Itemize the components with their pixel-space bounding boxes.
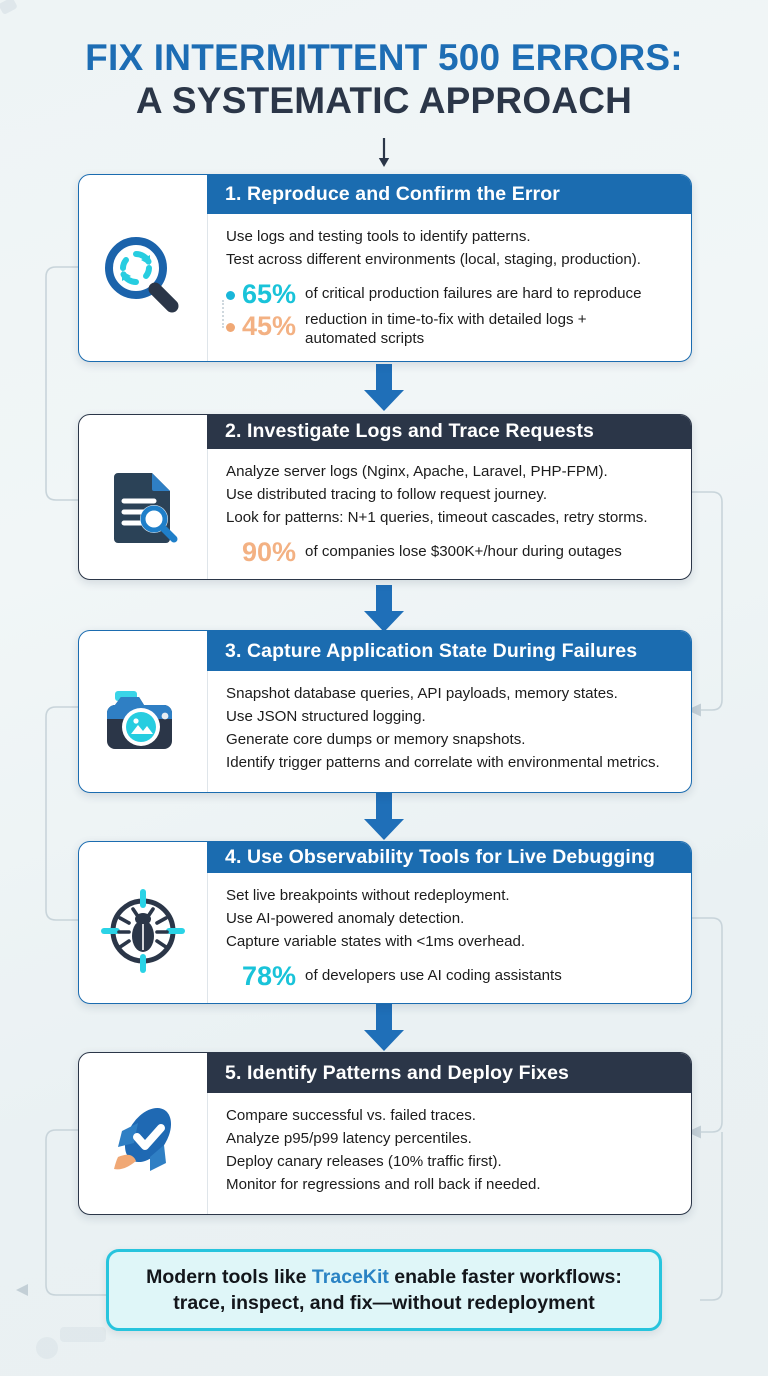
step-1-stat-2: 45% reduction in time-to-fix with detail… — [226, 311, 677, 349]
step-2-line-3: Look for patterns: N+1 queries, timeout … — [226, 508, 648, 526]
step-card-2[interactable]: 2. Investigate Logs and Trace Requests A… — [78, 414, 692, 580]
step-arrow-2-to-3 — [352, 585, 416, 633]
step-2-content: Analyze server logs (Nginx, Apache, Lara… — [207, 448, 691, 579]
step-3-line-2: Use JSON structured logging. — [226, 707, 426, 725]
step-4-line-2: Use AI-powered anomaly detection. — [226, 909, 465, 927]
step-2-stat-1-percent: 90% — [242, 536, 297, 567]
step-5-line-4: Monitor for regressions and roll back if… — [226, 1175, 541, 1193]
title-line-1: FIX INTERMITTENT 500 ERRORS: — [85, 37, 683, 78]
step-4-icon-column — [79, 842, 207, 1003]
footer-text-before: Modern tools like — [146, 1265, 312, 1288]
step-1-stat-2-text: reduction in time-to-fix with detailed l… — [305, 311, 587, 348]
footer-banner: Modern tools like TraceKit enable faster… — [106, 1249, 662, 1331]
rocket-check-icon — [100, 1101, 186, 1188]
step-4-stat-1: 78% of developers use AI coding assistan… — [226, 961, 677, 991]
magnifier-refresh-icon — [100, 234, 186, 325]
step-5-line-3: Deploy canary releases (10% traffic firs… — [226, 1152, 502, 1170]
step-1-stats: 65% of critical production failures are … — [226, 279, 677, 349]
step-4-stats: 78% of developers use AI coding assistan… — [226, 961, 677, 991]
step-3-body-column: 3. Capture Application State During Fail… — [207, 631, 691, 792]
bullet-dot-icon — [226, 973, 235, 982]
step-arrow-1-to-2 — [352, 364, 416, 412]
step-2-stat-1: 90% of companies lose $300K+/hour during… — [226, 537, 677, 567]
step-5-content: Compare successful vs. failed traces. An… — [207, 1093, 691, 1214]
title-down-arrow-icon — [374, 138, 394, 168]
footer-text-after: enable faster workflows: — [388, 1265, 622, 1288]
step-3-icon-column — [79, 631, 207, 792]
step-arrow-4-to-5 — [352, 1004, 416, 1052]
step-4-stat-1-text: of developers use AI coding assistants — [305, 966, 562, 984]
decorative-bar — [60, 1327, 106, 1342]
step-2-stats: 90% of companies lose $300K+/hour during… — [226, 537, 677, 567]
step-1-heading: 1. Reproduce and Confirm the Error — [207, 175, 691, 215]
step-3-line-1: Snapshot database queries, API payloads,… — [226, 685, 618, 702]
step-4-content: Set live breakpoints without redeploymen… — [207, 872, 691, 1003]
step-card-1[interactable]: 1. Reproduce and Confirm the Error Use l… — [78, 174, 692, 362]
step-4-line-1: Set live breakpoints without redeploymen… — [226, 886, 510, 904]
step-2-icon-column — [79, 415, 207, 579]
document-search-icon — [102, 465, 184, 552]
step-1-content: Use logs and testing tools to identify p… — [207, 214, 691, 361]
step-arrow-3-to-4 — [352, 793, 416, 841]
footer-line-2: trace, inspect, and fix—without redeploy… — [173, 1292, 595, 1314]
step-1-stat-1-text: of critical production failures are hard… — [305, 285, 642, 303]
decorative-dot — [36, 1337, 58, 1359]
step-2-body-column: 2. Investigate Logs and Trace Requests A… — [207, 415, 691, 579]
step-3-line-4: Identify trigger patterns and correlate … — [226, 753, 660, 771]
step-4-heading: 4. Use Observability Tools for Live Debu… — [207, 842, 691, 873]
step-4-stat-1-percent: 78% — [242, 960, 297, 991]
step-card-4[interactable]: 4. Use Observability Tools for Live Debu… — [78, 841, 692, 1004]
step-5-heading: 5. Identify Patterns and Deploy Fixes — [207, 1053, 691, 1093]
step-1-body-column: 1. Reproduce and Confirm the Error Use l… — [207, 175, 691, 361]
step-4-body-column: 4. Use Observability Tools for Live Debu… — [207, 842, 691, 1003]
step-5-icon-column — [79, 1053, 207, 1214]
step-2-stat-1-text: of companies lose $300K+/hour during out… — [305, 542, 622, 560]
step-1-stat-1: 65% of critical production failures are … — [226, 279, 677, 309]
bug-crosshair-icon — [100, 888, 186, 979]
decorative-chip — [0, 0, 18, 16]
stat-dotted-connector — [222, 300, 224, 328]
step-1-stat-1-percent: 65% — [242, 279, 297, 310]
step-5-body-column: 5. Identify Patterns and Deploy Fixes Co… — [207, 1053, 691, 1214]
step-3-content: Snapshot database queries, API payloads,… — [207, 671, 691, 792]
camera-icon — [101, 681, 185, 764]
step-2-line-1: Analyze server logs (Nginx, Apache, Lara… — [226, 462, 608, 480]
step-2-line-2: Use distributed tracing to follow reques… — [226, 485, 548, 503]
brand-name: TraceKit — [311, 1265, 389, 1288]
page-title: FIX INTERMITTENT 500 ERRORS: A SYSTEMATI… — [0, 36, 768, 123]
bullet-dot-icon — [226, 291, 235, 301]
step-1-line-2: Test across different environments (loca… — [226, 251, 642, 269]
step-3-heading: 3. Capture Application State During Fail… — [207, 631, 691, 671]
step-card-5[interactable]: 5. Identify Patterns and Deploy Fixes Co… — [78, 1052, 692, 1215]
step-5-line-1: Compare successful vs. failed traces. — [226, 1107, 476, 1124]
footer-line-1: Modern tools like TraceKit enable faster… — [146, 1264, 622, 1290]
step-2-heading: 2. Investigate Logs and Trace Requests — [207, 415, 691, 449]
step-4-line-3: Capture variable states with <1ms overhe… — [226, 932, 526, 950]
step-5-line-2: Analyze p95/p99 latency percentiles. — [226, 1129, 472, 1147]
step-card-3[interactable]: 3. Capture Application State During Fail… — [78, 630, 692, 793]
bullet-dot-icon — [226, 323, 235, 333]
title-line-2: A SYSTEMATIC APPROACH — [135, 80, 633, 122]
step-1-line-1: Use logs and testing tools to identify p… — [226, 228, 531, 246]
step-1-stat-2-percent: 45% — [242, 311, 297, 342]
step-3-line-3: Generate core dumps or memory snapshots. — [226, 730, 526, 748]
step-1-icon-column — [79, 175, 207, 361]
bullet-dot-icon — [226, 549, 235, 558]
